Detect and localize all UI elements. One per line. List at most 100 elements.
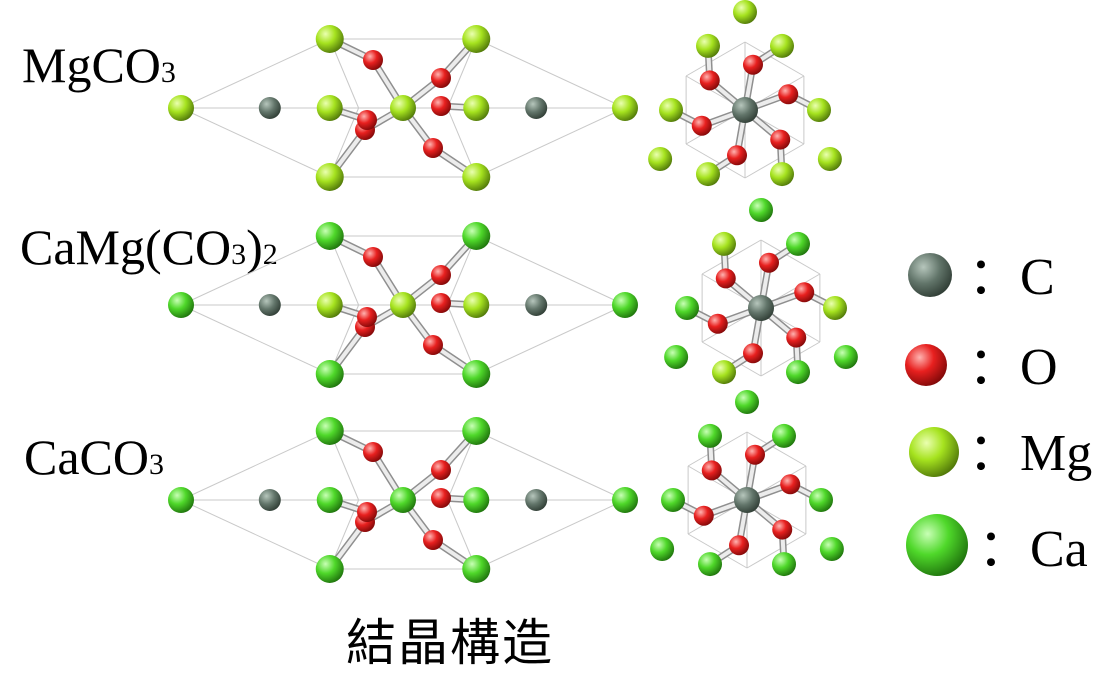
atom-o: [431, 293, 451, 313]
atom-mg: [316, 292, 343, 318]
atom-ca: [463, 487, 490, 513]
atom-mg: [770, 33, 794, 58]
atom-c: [525, 97, 548, 119]
atom-ca: [612, 292, 638, 318]
atom-o: [357, 502, 377, 522]
atom-c: [258, 97, 281, 119]
atom-mg: [390, 292, 416, 318]
atom-c: [258, 489, 281, 511]
atom-o: [693, 505, 714, 526]
caption-crystal-structure: 結晶構造: [346, 614, 554, 672]
atom-ca: [661, 488, 685, 512]
atom-o: [727, 145, 748, 166]
atom-o: [423, 335, 443, 355]
atom-mg: [712, 360, 736, 385]
atom-o: [431, 68, 451, 88]
legend-label-o: ：O: [968, 339, 1058, 396]
legend-label-mg: ：Mg: [968, 425, 1093, 482]
atom-ca: [462, 222, 491, 250]
structure-row-2: [168, 198, 858, 388]
atom-mg: [463, 95, 490, 121]
atom-o: [357, 307, 377, 327]
cell-edge: [746, 533, 807, 569]
cell-edge: [476, 430, 626, 501]
atom-o: [431, 460, 451, 480]
cell-edge: [701, 341, 762, 377]
atom-mg: [315, 163, 344, 191]
atom-ca: [462, 360, 491, 388]
atom-mg: [733, 0, 757, 24]
atom-ca: [462, 417, 491, 445]
atom-c: [258, 294, 281, 316]
atom-o: [905, 344, 947, 386]
atom-mg: [770, 162, 794, 187]
cell-edge: [685, 41, 746, 77]
row-label-mgco3: MgCO3: [22, 37, 176, 93]
structure-row-3: [168, 390, 844, 583]
cell-edge: [476, 499, 626, 570]
cell-edge: [180, 499, 330, 570]
cell-edge: [701, 239, 762, 275]
atom-o: [699, 70, 720, 91]
cell-edge: [180, 38, 330, 109]
atom-ca: [819, 537, 844, 561]
atom-mg: [807, 98, 831, 122]
atom-ca: [786, 360, 810, 385]
atom-ca: [168, 292, 194, 318]
atom-ca: [749, 198, 773, 222]
atom-o: [794, 282, 815, 303]
atom-ca: [786, 231, 810, 256]
cell-edge: [760, 239, 821, 275]
cell-edge: [760, 341, 821, 377]
atom-ca: [698, 552, 722, 577]
cell-edge: [180, 304, 330, 375]
row-label-caco3: CaCO3: [24, 429, 164, 485]
atom-ca: [772, 552, 796, 577]
atom-ca: [650, 537, 675, 561]
atom-o: [701, 460, 722, 481]
atom-mg: [168, 95, 194, 121]
atom-o: [357, 110, 377, 130]
atom-mg: [462, 163, 491, 191]
atom-ca: [675, 296, 699, 320]
atom-o: [431, 96, 451, 116]
legend-label-ca: ：Ca: [978, 521, 1088, 578]
atom-mg: [696, 162, 720, 187]
atom-o: [770, 129, 791, 150]
atom-ca: [772, 423, 796, 448]
atom-o: [715, 268, 736, 289]
atom-mg: [463, 292, 490, 318]
atom-o: [758, 252, 779, 273]
atom-ca: [906, 514, 968, 576]
atom-o: [423, 138, 443, 158]
atom-mg: [823, 296, 847, 320]
atom-c: [908, 253, 952, 297]
atom-mg: [648, 147, 673, 171]
atom-o: [363, 247, 383, 267]
atom-o: [691, 115, 712, 136]
atom-o: [743, 343, 764, 364]
atom-c: [734, 487, 760, 513]
atom-ca: [809, 488, 833, 512]
cell-edge: [180, 430, 330, 501]
atom-c: [732, 97, 758, 123]
atom-o: [744, 444, 765, 465]
atom-mg: [712, 231, 736, 256]
atom-ca: [462, 555, 491, 583]
structure-row-1: [168, 0, 842, 191]
atom-ca: [168, 487, 194, 513]
cell-edge: [687, 431, 748, 467]
cell-edge: [685, 143, 746, 179]
atom-mg: [390, 95, 416, 121]
legend-label-c: ：C: [968, 249, 1055, 306]
atom-c: [525, 294, 548, 316]
atom-mg: [316, 95, 343, 121]
atom-o: [363, 50, 383, 70]
atom-ca: [833, 345, 858, 369]
atom-mg: [909, 427, 959, 477]
atom-o: [780, 474, 801, 495]
atom-ca: [664, 345, 689, 369]
atom-mg: [817, 147, 842, 171]
cell-edge: [476, 235, 626, 306]
